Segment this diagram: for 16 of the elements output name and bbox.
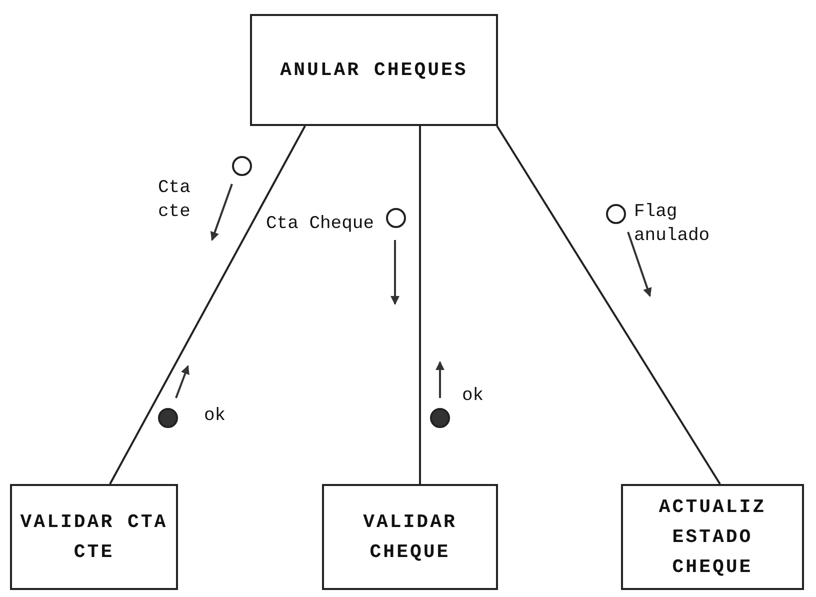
data-couple-label: Cta Cheque (266, 213, 376, 236)
data-couple-label: Cta cte (158, 177, 192, 224)
data-couple-label: ok (204, 405, 227, 428)
data-couple-label: ok (462, 385, 485, 408)
process-box (322, 484, 498, 590)
connector-line (109, 126, 306, 484)
process-box (621, 484, 804, 590)
box-label: VALIDAR CTA CTE (19, 510, 169, 565)
connector-line (496, 125, 721, 485)
data-couple-label: Flag anulado (634, 201, 711, 248)
box-label: ACTUALIZ ESTADO CHEQUE (658, 495, 768, 580)
box-label: ANULAR CHEQUES (279, 58, 469, 83)
box-label: VALIDAR CHEQUE (362, 510, 458, 565)
process-box (250, 14, 498, 126)
connector-line (419, 126, 421, 484)
process-box (10, 484, 178, 590)
